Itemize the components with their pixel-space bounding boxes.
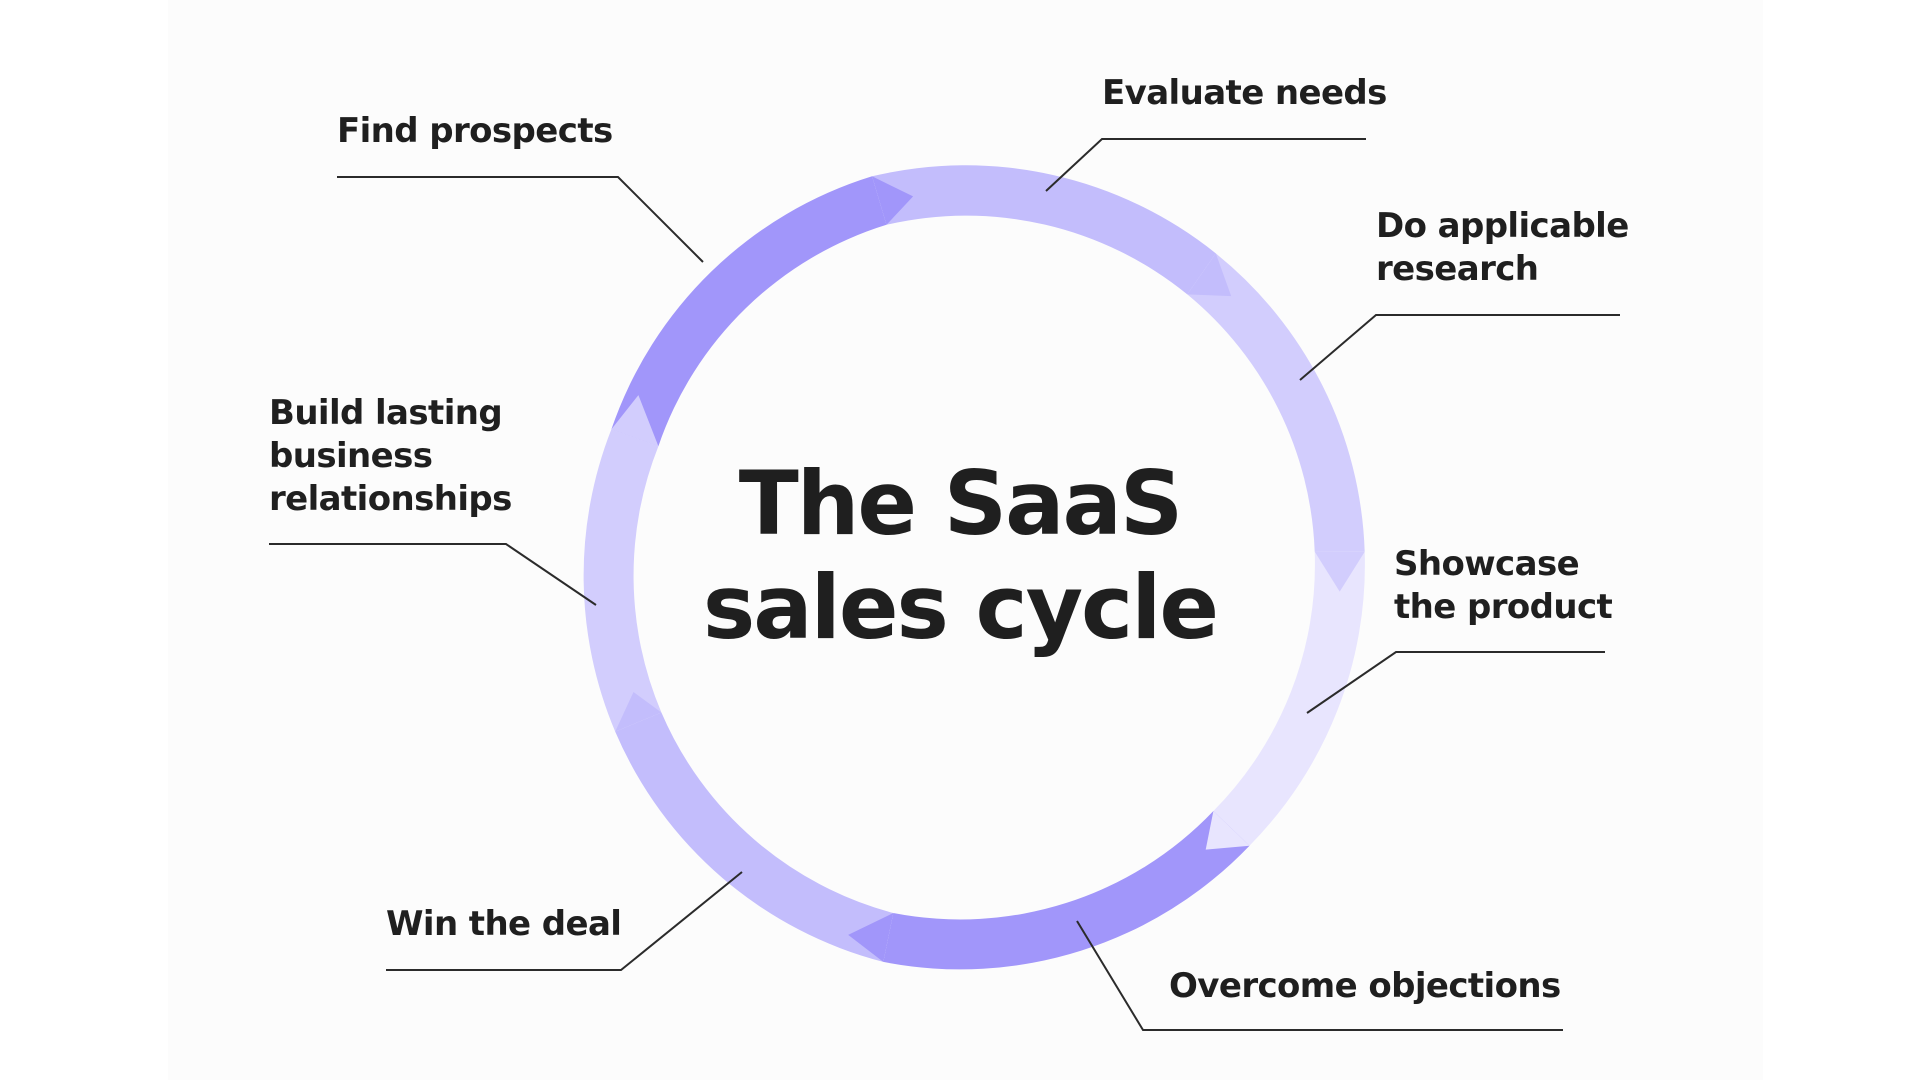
leader-line-showcase-the-product xyxy=(1306,651,1605,714)
ring-segment-overcome-objections xyxy=(883,811,1250,970)
ring-segment-showcase-the-product xyxy=(1213,551,1365,846)
ring-segment-build-relationships xyxy=(583,429,662,732)
stage-label-build-lasting-business-relationships: Build lasting business relationships xyxy=(269,393,512,519)
ring-segment-win-the-deal xyxy=(615,712,894,962)
diagram-title: The SaaS sales cycle xyxy=(702,452,1219,659)
leader-line-evaluate-needs xyxy=(1045,138,1366,192)
arrow-evaluate-needs xyxy=(1187,253,1232,297)
arrow-win-the-deal xyxy=(615,692,662,732)
arrow-do-applicable-research xyxy=(1314,551,1365,592)
ring-segment-find-prospects xyxy=(611,176,887,447)
stage-label-evaluate-needs: Evaluate needs xyxy=(1102,73,1387,113)
leader-line-overcome-objections xyxy=(1076,920,1563,1031)
ring-segment-evaluate-needs xyxy=(872,165,1216,295)
stage-label-find-prospects: Find prospects xyxy=(337,111,613,151)
arrow-overcome-objections xyxy=(848,913,894,962)
stage-label-overcome-objections: Overcome objections xyxy=(1169,966,1561,1006)
stage-label-win-the-deal: Win the deal xyxy=(386,904,622,944)
arrow-find-prospects xyxy=(872,176,914,225)
leader-line-win-the-deal xyxy=(386,871,743,971)
ring-segment-do-applicable-research xyxy=(1187,253,1365,552)
stage-label-do-applicable-research: Do applicable research xyxy=(1376,206,1629,289)
leader-line-find-prospects xyxy=(337,176,704,263)
arrow-build-relationships xyxy=(611,395,659,447)
stage-label-showcase-the-product: Showcase the product xyxy=(1394,544,1613,627)
leader-line-build-relationships xyxy=(269,543,597,606)
leader-line-do-applicable-research xyxy=(1299,314,1620,381)
arrow-showcase-the-product xyxy=(1205,811,1250,850)
